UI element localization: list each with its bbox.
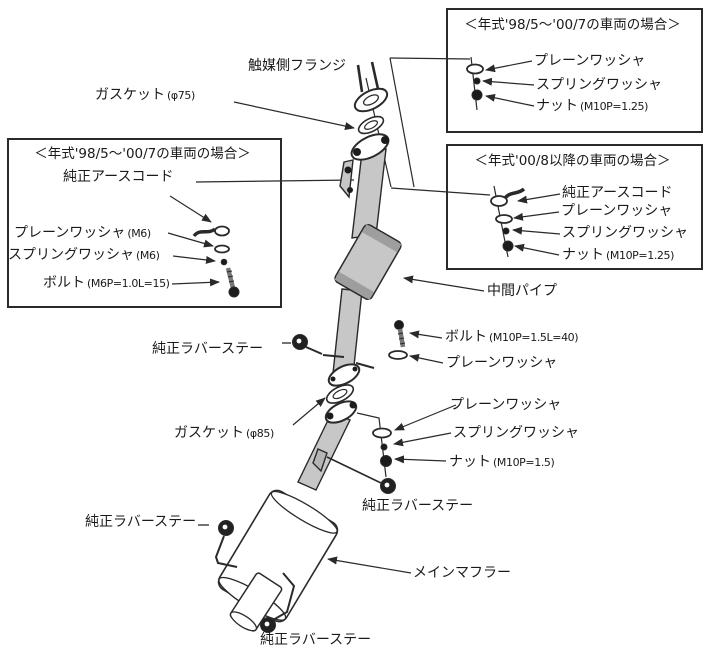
- gasket-75-drawing: [357, 115, 385, 135]
- plain-washer-icon: [495, 214, 513, 224]
- resonator-drawing: [334, 224, 402, 300]
- label-plain-washer: プレーンワッシャ: [446, 355, 558, 371]
- earth-cord-eyelet-icon: [490, 195, 508, 207]
- catalyst-flange-drawing: [353, 61, 389, 113]
- label-spring-washer: スプリングワッシャ(M6): [8, 247, 160, 263]
- label-bolt: ボルト(M6P=1.0L=15): [43, 275, 170, 291]
- label-rubber-stay: 純正ラバーステー: [152, 341, 264, 357]
- muffler-flange-drawing: [324, 400, 358, 424]
- label-plain-washer: プレーンワッシャ(M6): [14, 225, 151, 241]
- label-main-muffler: メインマフラー: [413, 565, 511, 581]
- earth-cord-eyelet-icon: [214, 225, 230, 237]
- spring-washer-icon: [473, 77, 481, 85]
- label-nut: ナット(M10P=1.25): [536, 98, 649, 114]
- label-spring-washer: スプリングワッシャ: [536, 77, 662, 93]
- label-earth-cord: 純正アースコード: [63, 169, 174, 185]
- callout-box-9805-0007-top: [446, 8, 703, 133]
- bolt-icon: [394, 320, 406, 348]
- plain-washer-icon: [466, 63, 484, 75]
- spring-washer-icon: [380, 443, 388, 451]
- callout-box-9805-0007-left: [7, 138, 282, 308]
- nut-icon: [380, 455, 392, 467]
- pipe-top-flange-drawing: [344, 133, 390, 193]
- label-spring-washer: スプリングワッシャ: [562, 225, 688, 241]
- main-muffler-drawing: [217, 489, 339, 623]
- label-earth-cord: 純正アースコード: [562, 185, 673, 201]
- label-catalyst-flange: 触媒側フランジ: [248, 58, 346, 74]
- rubber-stay-icons: [198, 334, 396, 633]
- hanger-bracket: [312, 448, 328, 473]
- fastener-stack-top-right: [466, 56, 484, 111]
- earth-cord-icon: [503, 187, 526, 200]
- spring-washer-icon: [502, 227, 510, 235]
- label-nut: ナット(M10P=1.5): [449, 454, 555, 470]
- label-intermediate-pipe: 中間パイプ: [487, 283, 557, 299]
- earth-cord-icon: [192, 227, 217, 238]
- plain-washer-icon: [214, 244, 230, 254]
- label-gasket-75: ガスケット(φ75): [95, 87, 195, 103]
- label-plain-washer: プレーンワッシャ: [534, 53, 646, 69]
- rubber-stay-icon: [292, 334, 308, 350]
- fastener-stack-left: [192, 225, 240, 298]
- label-nut: ナット(M10P=1.25): [562, 247, 675, 263]
- fastener-stack-lower: [356, 412, 392, 478]
- plain-washer-icon: [388, 350, 408, 360]
- nut-icon: [471, 89, 483, 101]
- plain-washer-icon: [372, 427, 392, 439]
- label-gasket-85: ガスケット(φ85): [174, 425, 274, 441]
- nut-icon: [502, 240, 514, 252]
- label-rubber-stay: 純正ラバーステー: [362, 498, 474, 514]
- bolt-washer-mid: [388, 320, 408, 360]
- bolt-icon: [225, 267, 240, 298]
- callout-title: ＜年式'00/8以降の車両の場合＞: [474, 153, 671, 169]
- rubber-stay-icon: [260, 617, 276, 633]
- label-plain-washer: プレーンワッシャ: [450, 397, 562, 413]
- label-rubber-stay: 純正ラバーステー: [85, 514, 197, 530]
- callout-title: ＜年式'98/5～'00/7の車両の場合＞: [464, 17, 681, 33]
- callout-title: ＜年式'98/5～'00/7の車両の場合＞: [34, 146, 251, 162]
- label-spring-washer: スプリングワッシャ: [453, 425, 579, 441]
- spring-washer-icon: [220, 258, 228, 266]
- pipe-bottom-flange-drawing: [327, 363, 361, 387]
- label-plain-washer: プレーンワッシャ: [561, 203, 673, 219]
- label-rubber-stay: 純正ラバーステー: [260, 632, 372, 648]
- callout-box-0008-later: [446, 144, 703, 270]
- gasket-85-drawing: [325, 384, 355, 404]
- fastener-stack-middle-right: [490, 185, 526, 258]
- rubber-stay-icon: [218, 520, 234, 536]
- muffler-inlet-pipe-drawing: [297, 411, 351, 491]
- leader-arrows: [167, 60, 561, 574]
- label-bolt-m10: ボルト(M10P=1.5L=40): [445, 329, 579, 345]
- rubber-stay-icon: [380, 478, 396, 494]
- muffler-tail-tip: [229, 572, 283, 632]
